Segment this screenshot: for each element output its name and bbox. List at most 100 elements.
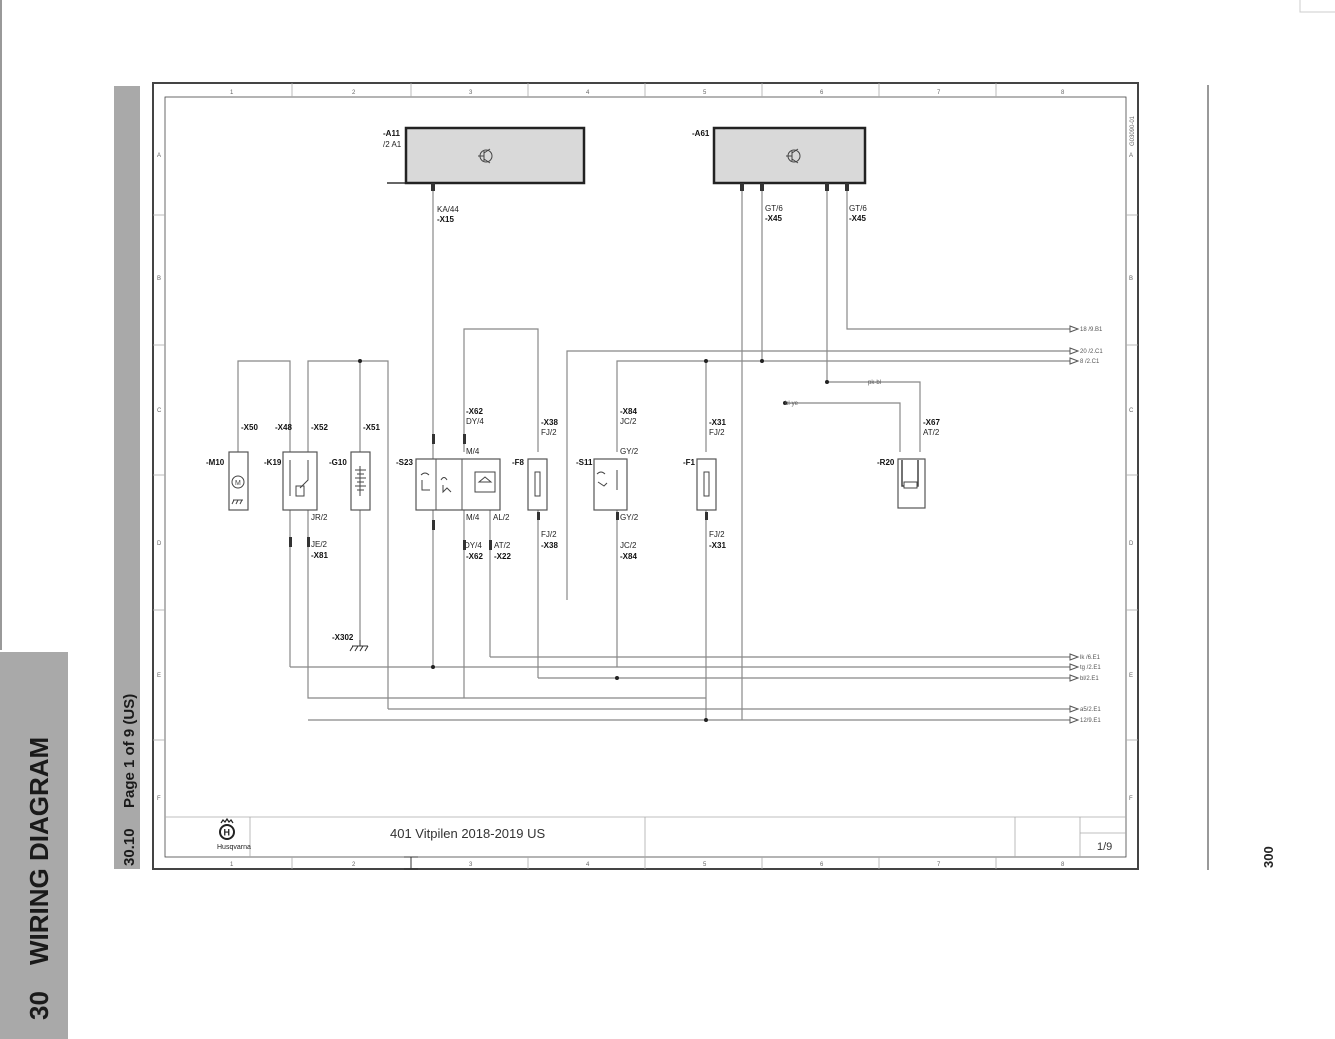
svg-text:JR/2: JR/2: [311, 513, 328, 522]
row-label-right: D: [1129, 541, 1134, 547]
row-label-left: E: [157, 673, 161, 679]
svg-text:GY/2: GY/2: [620, 513, 639, 522]
svg-text:bl-ye: bl-ye: [785, 401, 799, 407]
svg-text:JC/2: JC/2: [620, 417, 637, 426]
component-s23: -S23 -X62 DY/4 M/4 M/4 AL/2 DY/4 -X62 AT…: [396, 407, 511, 561]
svg-text:-X302: -X302: [332, 633, 354, 642]
svg-text:FJ/2: FJ/2: [541, 428, 557, 437]
relay-icon: [289, 460, 309, 497]
svg-text:-X84: -X84: [620, 552, 637, 561]
svg-text:FJ/2: FJ/2: [709, 428, 725, 437]
drawing-id: G03090-01: [1130, 115, 1136, 146]
svg-text:FJ/2: FJ/2: [541, 530, 557, 539]
svg-text:DY/4: DY/4: [464, 541, 482, 550]
column-label-top: 6: [820, 90, 824, 96]
ground-x302: -X302: [332, 633, 354, 642]
chapter-number: 30: [24, 991, 54, 1020]
svg-text:AL/2: AL/2: [493, 513, 510, 522]
offpage-reference: lk /6.E1: [1080, 655, 1101, 661]
offpage-arrow-icon: [1069, 705, 1080, 713]
svg-text:-X31: -X31: [709, 541, 726, 550]
offpage-arrow-icon: [1069, 347, 1080, 355]
svg-text:DY/4: DY/4: [466, 417, 484, 426]
svg-text:GT/6: GT/6: [765, 204, 783, 213]
section-sidebar: [114, 86, 140, 869]
column-label-bottom: 1: [230, 862, 234, 868]
svg-text:-X62: -X62: [466, 407, 483, 416]
svg-text:M/4: M/4: [466, 447, 480, 456]
column-label-top: 3: [469, 90, 473, 96]
svg-text:/2 A1: /2 A1: [383, 140, 402, 149]
offpage-reference: 18 /9.B1: [1080, 327, 1103, 333]
svg-text:-R20: -R20: [877, 458, 895, 467]
chapter-title: WIRING DIAGRAM: [24, 737, 54, 965]
svg-text:-S11: -S11: [576, 458, 593, 467]
svg-text:-X45: -X45: [765, 214, 782, 223]
svg-text:GT/6: GT/6: [849, 204, 867, 213]
offpage-references: 18 /9.B1 20 /2.C1 8 /2.C1 lk /6.E1 tg /2.E1 b…: [1069, 325, 1103, 724]
offpage-reference: 8 /2.C1: [1080, 359, 1100, 365]
svg-text:H: H: [224, 828, 231, 838]
svg-text:M/4: M/4: [466, 513, 480, 522]
svg-text:KA/44: KA/44: [437, 205, 459, 214]
svg-text:-A61: -A61: [692, 129, 710, 138]
svg-text:-M10: -M10: [206, 458, 225, 467]
svg-text:-S23: -S23: [396, 458, 413, 467]
offpage-arrow-icon: [1069, 674, 1080, 682]
row-label-left: C: [157, 408, 162, 414]
component-k19: -K19 -X48 -X52 JR/2 JE/2 -X81: [264, 423, 328, 560]
row-label-left: F: [157, 796, 161, 802]
svg-text:-F1: -F1: [683, 458, 696, 467]
svg-text:-A11: -A11: [383, 129, 400, 138]
ground-icon: [349, 640, 369, 652]
column-label-bottom: 5: [703, 862, 707, 868]
column-label-top: 5: [703, 90, 707, 96]
offpage-reference: bl/2.E1: [1080, 676, 1099, 682]
title-block: H Husqvarna 401 Vitpilen 2018-2019 US 1/…: [165, 816, 1126, 870]
section-number: 30.10: [121, 828, 138, 866]
component-r20: -R20 -X67 AT/2 pk-bl bl-ye: [785, 380, 940, 509]
row-label-right: A: [1129, 153, 1133, 159]
wires: [237, 182, 1070, 722]
offpage-arrow-icon: [1069, 716, 1080, 724]
module-a11: -A11 /2 A1 KA/44 -X15: [383, 126, 586, 224]
component-g10: -G10 -X51: [329, 423, 380, 511]
column-label-top: 1: [230, 90, 234, 96]
row-label-right: B: [1129, 276, 1133, 282]
svg-text:FJ/2: FJ/2: [709, 530, 725, 539]
svg-text:-G10: -G10: [329, 458, 347, 467]
offpage-reference: tg /2.E1: [1080, 665, 1101, 671]
column-label-bottom: 6: [820, 862, 824, 868]
column-label-top: 8: [1061, 90, 1065, 96]
offpage-arrow-icon: [1069, 325, 1080, 333]
svg-text:-F8: -F8: [512, 458, 525, 467]
svg-text:JC/2: JC/2: [620, 541, 637, 550]
battery-icon: [355, 466, 366, 496]
switch-icon: [596, 470, 618, 490]
svg-text:-K19: -K19: [264, 458, 282, 467]
svg-text:M: M: [235, 480, 241, 487]
component-f1: -F1 -X31 FJ/2 FJ/2 -X31: [683, 418, 726, 550]
row-label-right: E: [1129, 673, 1133, 679]
drawing-inner-frame: [164, 96, 1127, 858]
svg-text:AT/2: AT/2: [923, 428, 940, 437]
row-label-left: A: [157, 153, 161, 159]
transistor-icon: [478, 148, 493, 164]
column-label-bottom: 3: [469, 862, 473, 868]
component-s11: -S11 -X84 JC/2 GY/2 GY/2 JC/2 -X84: [576, 407, 639, 561]
offpage-reference: 20 /2.C1: [1080, 349, 1103, 355]
svg-text:-X15: -X15: [437, 215, 454, 224]
motor-icon: M: [231, 475, 245, 505]
chapter-sidebar: [0, 652, 68, 1039]
column-label-bottom: 8: [1061, 862, 1065, 868]
page-info: Page 1 of 9 (US): [121, 694, 138, 808]
svg-text:-X38: -X38: [541, 541, 558, 550]
husqvarna-logo-icon: H Husqvarna: [217, 817, 251, 851]
column-label-top: 7: [937, 90, 941, 96]
diagram-title: 401 Vitpilen 2018-2019 US: [390, 826, 545, 841]
svg-text:-X38: -X38: [541, 418, 558, 427]
svg-text:-X48: -X48: [275, 423, 292, 432]
svg-text:-X50: -X50: [241, 423, 258, 432]
